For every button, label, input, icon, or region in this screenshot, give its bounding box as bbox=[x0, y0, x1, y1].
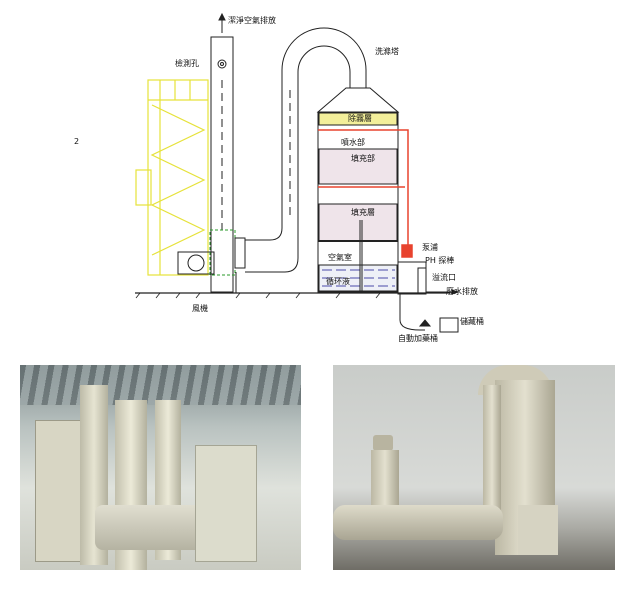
label-inspection-hole: 檢測孔 bbox=[175, 59, 199, 68]
label-circulating-liquid: 循环液 bbox=[326, 277, 350, 286]
label-scrubber-tower: 洗滌塔 bbox=[375, 47, 399, 56]
yellow-support-frame bbox=[135, 79, 209, 276]
label-storage-tank: 儲藏桶 bbox=[460, 317, 484, 326]
duct bbox=[245, 27, 367, 273]
label-packing-layer: 填充層 bbox=[351, 208, 375, 217]
label-packing-section: 填充部 bbox=[351, 154, 375, 163]
label-air-chamber: 空氣室 bbox=[328, 253, 352, 262]
label-demister-layer: 除霧層 bbox=[348, 114, 372, 123]
fan bbox=[177, 229, 246, 276]
label-wastewater-discharge: 廢水排放 bbox=[446, 287, 478, 296]
label-overflow: 溢流口 bbox=[432, 273, 456, 282]
label-auto-dosing-tank: 自動加藥桶 bbox=[398, 334, 438, 343]
page-number: 2 bbox=[74, 137, 80, 146]
label-fan: 風機 bbox=[192, 304, 208, 313]
photo-outdoor-scrubber-tower bbox=[333, 365, 615, 570]
spray-pipes bbox=[318, 129, 413, 258]
label-ph-probe: PH 探棒 bbox=[425, 256, 455, 265]
exhaust-stack bbox=[210, 12, 234, 293]
scrubber-process-diagram bbox=[135, 12, 460, 333]
photo-indoor-scrubber-installation bbox=[20, 365, 301, 570]
label-pump: 泵浦 bbox=[422, 243, 438, 252]
label-spray-section: 噴水部 bbox=[341, 138, 365, 147]
label-clean-air-exhaust: 潔淨空氣排放 bbox=[228, 16, 276, 25]
scrubber-tower bbox=[316, 87, 400, 293]
